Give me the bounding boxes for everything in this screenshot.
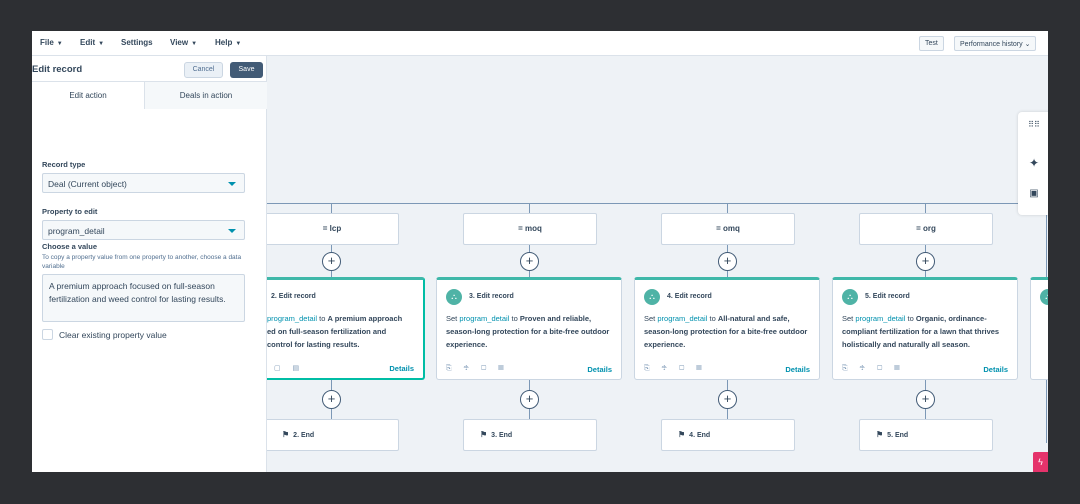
edit-record-icon: ⛬ <box>1040 289 1048 305</box>
help-widget-button[interactable]: ϟ <box>1033 452 1048 472</box>
details-link[interactable]: Details <box>587 365 612 374</box>
branch-connector <box>267 203 1048 204</box>
app-frame: File▼ Edit▼ Settings View▼ Help▼ Test Pe… <box>32 31 1048 472</box>
grid-icon[interactable]: ⠿⠿ <box>1028 120 1040 129</box>
branch-condition[interactable]: = org <box>859 213 993 245</box>
end-node[interactable]: ⚑3. End <box>463 419 597 451</box>
card-body: Set program_detail to Proven and reliabl… <box>446 314 610 349</box>
clear-value-label: Clear existing property value <box>59 330 167 340</box>
chevron-down-icon: ▼ <box>56 41 63 47</box>
add-action-button[interactable]: + <box>718 390 737 409</box>
panel-header: Edit record Cancel Save <box>32 56 266 82</box>
edit-record-panel: Edit record Cancel Save Edit action Deal… <box>32 56 267 472</box>
tab-deals-in-action[interactable]: Deals in action <box>144 82 267 109</box>
card-tools[interactable]: ⎘ ✥ ▢ ▤ <box>842 365 905 372</box>
card-title: 2. Edit record <box>271 293 316 300</box>
record-type-select[interactable]: Deal (Current object) <box>42 173 245 193</box>
branch-condition[interactable]: = lcp <box>265 213 399 245</box>
menu-bar: File▼ Edit▼ Settings View▼ Help▼ Test Pe… <box>32 31 1048 56</box>
card-body: program_detail to A premium approach ed … <box>267 314 403 349</box>
menu-help[interactable]: Help▼ <box>215 38 242 47</box>
property-select[interactable]: program_detail <box>42 220 245 240</box>
dropdown-caret-icon <box>228 182 236 186</box>
action-card[interactable]: ⛬ <box>1030 277 1048 380</box>
panel-tabs: Edit action Deals in action <box>32 82 267 109</box>
card-title: 5. Edit record <box>865 293 910 300</box>
choose-value-help: To copy a property value from one proper… <box>42 254 242 270</box>
save-button[interactable]: Save <box>230 62 263 78</box>
chevron-down-icon: ⌄ <box>1024 41 1031 48</box>
add-action-button[interactable]: + <box>520 390 539 409</box>
action-card[interactable]: ⛬ 3. Edit record Set program_detail to P… <box>436 277 622 380</box>
property-label: Property to edit <box>42 207 98 216</box>
add-action-button[interactable]: + <box>322 252 341 271</box>
chevron-down-icon: ▼ <box>235 41 242 47</box>
card-body: Set program_detail to All-natural and sa… <box>644 314 808 349</box>
edit-record-icon: ⛬ <box>842 289 858 305</box>
comment-icon[interactable]: ▣ <box>1029 188 1039 199</box>
chevron-down-icon: ▼ <box>98 41 105 47</box>
branch-condition[interactable]: = omq <box>661 213 795 245</box>
sparkle-icon[interactable]: ✦ <box>1028 156 1040 170</box>
end-node[interactable]: ⚑2. End <box>265 419 399 451</box>
card-tools[interactable]: ⎘ ✥ ▢ ▤ <box>446 365 509 372</box>
value-input[interactable]: A premium approach focused on full-seaso… <box>42 274 245 322</box>
action-card[interactable]: ⛬ 5. Edit record Set program_detail to O… <box>832 277 1018 380</box>
performance-history-button[interactable]: Performance history ⌄ <box>954 36 1037 51</box>
card-title: 3. Edit record <box>469 293 514 300</box>
add-action-button[interactable]: + <box>916 252 935 271</box>
edit-record-icon: ⛬ <box>446 289 462 305</box>
record-type-label: Record type <box>42 160 86 169</box>
details-link[interactable]: Details <box>389 364 414 373</box>
menu-view[interactable]: View▼ <box>170 38 198 47</box>
edit-record-icon: ⛬ <box>644 289 660 305</box>
branch-condition[interactable]: = moq <box>463 213 597 245</box>
panel-title: Edit record <box>32 64 83 75</box>
card-tools[interactable]: ⎘ ✥ ▢ ▤ <box>644 365 707 372</box>
clear-value-checkbox[interactable] <box>42 329 53 340</box>
add-action-button[interactable]: + <box>916 390 935 409</box>
flag-icon: ⚑ <box>678 430 686 439</box>
end-node[interactable]: ⚑5. End <box>859 419 993 451</box>
add-action-button[interactable]: + <box>322 390 341 409</box>
cancel-button[interactable]: Cancel <box>184 62 223 78</box>
menu-file[interactable]: File▼ <box>40 38 63 47</box>
card-title: 4. Edit record <box>667 293 712 300</box>
card-tools[interactable]: ▢ ▤ <box>274 365 305 372</box>
dropdown-caret-icon <box>228 229 236 233</box>
details-link[interactable]: Details <box>785 365 810 374</box>
chevron-down-icon: ▼ <box>191 41 198 47</box>
end-node[interactable]: ⚑4. End <box>661 419 795 451</box>
tab-edit-action[interactable]: Edit action <box>32 82 144 109</box>
card-body: Set program_detail to Organic, ordinance… <box>842 314 1000 349</box>
add-action-button[interactable]: + <box>520 252 539 271</box>
action-card[interactable]: ⛬ 4. Edit record Set program_detail to A… <box>634 277 820 380</box>
workflow-canvas[interactable]: = lcp = moq = omq = org + + + + 2. Edit … <box>32 56 1048 472</box>
right-toolbar: ⠿⠿ ✦ ▣ <box>1018 112 1048 215</box>
add-action-button[interactable]: + <box>718 252 737 271</box>
choose-value-label: Choose a value <box>42 242 98 251</box>
flag-icon: ⚑ <box>876 430 884 439</box>
menu-edit[interactable]: Edit▼ <box>80 38 105 47</box>
menu-settings[interactable]: Settings <box>121 38 153 47</box>
flag-icon: ⚑ <box>282 430 290 439</box>
test-button[interactable]: Test <box>919 36 944 51</box>
details-link[interactable]: Details <box>983 365 1008 374</box>
action-card[interactable]: 2. Edit record program_detail to A premi… <box>238 277 425 380</box>
flag-icon: ⚑ <box>480 430 488 439</box>
